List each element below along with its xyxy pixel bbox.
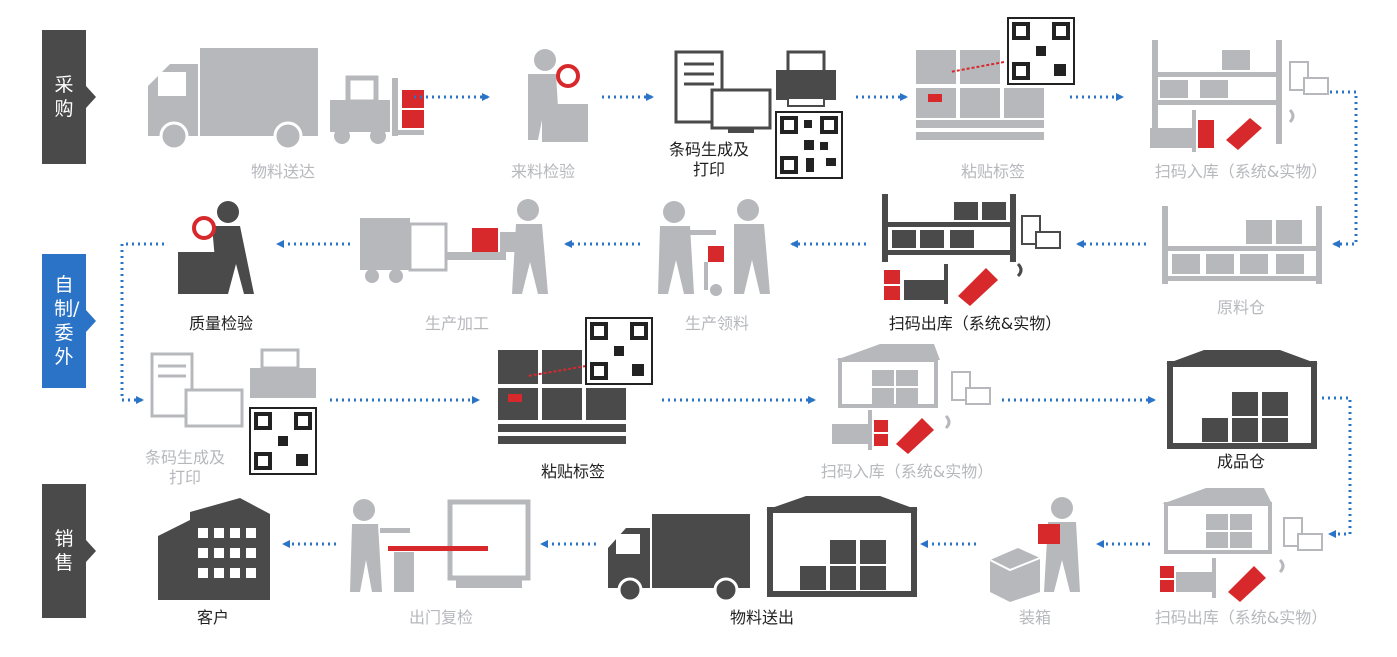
quality-inspector-icon xyxy=(178,201,254,294)
printer-icon xyxy=(250,348,316,398)
step-label-scan-inbound: 扫码入库（系统&实物） xyxy=(1154,162,1328,181)
step-label-incoming-inspection: 来料检验 xyxy=(510,162,575,181)
truck-icon xyxy=(148,48,318,151)
forklift-icon xyxy=(1150,110,1214,152)
flow-arrows xyxy=(120,90,1358,548)
inspector-icon xyxy=(528,49,588,142)
band-production-label: 自制/委外 xyxy=(54,274,80,368)
step-label-attach-label: 粘贴标签 xyxy=(960,162,1025,181)
band-sales: 销售 xyxy=(42,484,96,618)
warehouse-shelf-icon xyxy=(882,194,1016,262)
workers-picking-icon xyxy=(658,199,770,296)
pallet-boxes-icon xyxy=(498,350,626,444)
barcode-scanner-icon xyxy=(1226,61,1329,150)
band-procurement: 采购 xyxy=(42,30,96,164)
customer-building-icon xyxy=(158,498,270,600)
qr-code-icon xyxy=(1007,17,1075,85)
computer-icon xyxy=(674,50,772,133)
warehouse-building-icon xyxy=(766,496,918,597)
warehouse-shelf-icon xyxy=(1152,40,1282,144)
barcode-scanner-icon xyxy=(896,371,991,454)
step-label-raw-warehouse: 原料仓 xyxy=(1216,298,1265,317)
step-label-packing: 装箱 xyxy=(1018,608,1051,627)
exit-recheck-icon xyxy=(350,499,531,592)
warehouse-building-icon xyxy=(1162,488,1272,554)
forklift-icon xyxy=(884,264,948,304)
step-label-material-delivery: 物料送达 xyxy=(250,162,315,181)
packing-worker-icon xyxy=(989,497,1080,602)
step-label-ship-out: 物料送出 xyxy=(729,608,794,627)
step-label-finished-warehouse: 成品仓 xyxy=(1216,452,1265,471)
step-label-attach-label-2: 粘贴标签 xyxy=(540,462,605,481)
pallet-boxes-icon xyxy=(916,50,1044,140)
printer-icon xyxy=(776,50,836,107)
barcode-scanner-icon xyxy=(1228,517,1323,602)
step-label-material-picking: 生产领料 xyxy=(684,314,749,333)
delivery-truck-icon xyxy=(608,514,750,603)
qr-code-icon xyxy=(775,111,843,179)
step-label-exit-recheck: 出门复检 xyxy=(408,608,473,627)
step-label-production: 生产加工 xyxy=(424,314,489,333)
forklift-icon xyxy=(330,75,424,144)
forklift-icon xyxy=(1160,558,1216,598)
qr-code-icon xyxy=(249,407,317,475)
band-sales-label: 销售 xyxy=(54,528,74,574)
barcode-scanner-icon xyxy=(958,215,1061,306)
step-label-customer: 客户 xyxy=(196,608,229,627)
production-processing-icon xyxy=(360,199,548,294)
step-label-scan-inbound-2: 扫码入库（系统&实物） xyxy=(820,462,994,481)
computer-icon xyxy=(150,352,244,428)
band-procurement-label: 采购 xyxy=(54,74,74,120)
step-label-scan-outbound: 扫码出库（系统&实物） xyxy=(888,314,1062,333)
raw-warehouse-icon xyxy=(1162,206,1322,284)
forklift-icon xyxy=(832,410,888,450)
step-label-quality-inspection: 质量检验 xyxy=(188,314,253,333)
warehouse-building-icon xyxy=(836,344,940,408)
step-label-scan-outbound-2: 扫码出库（系统&实物） xyxy=(1154,608,1328,627)
band-production: 自制/委外 xyxy=(42,254,96,388)
finished-goods-warehouse-icon xyxy=(1166,350,1318,449)
step-label-barcode-print: 条码生成及打印 xyxy=(668,140,749,179)
qr-code-icon xyxy=(585,317,653,385)
step-label-barcode-print-2: 条码生成及打印 xyxy=(144,448,225,487)
